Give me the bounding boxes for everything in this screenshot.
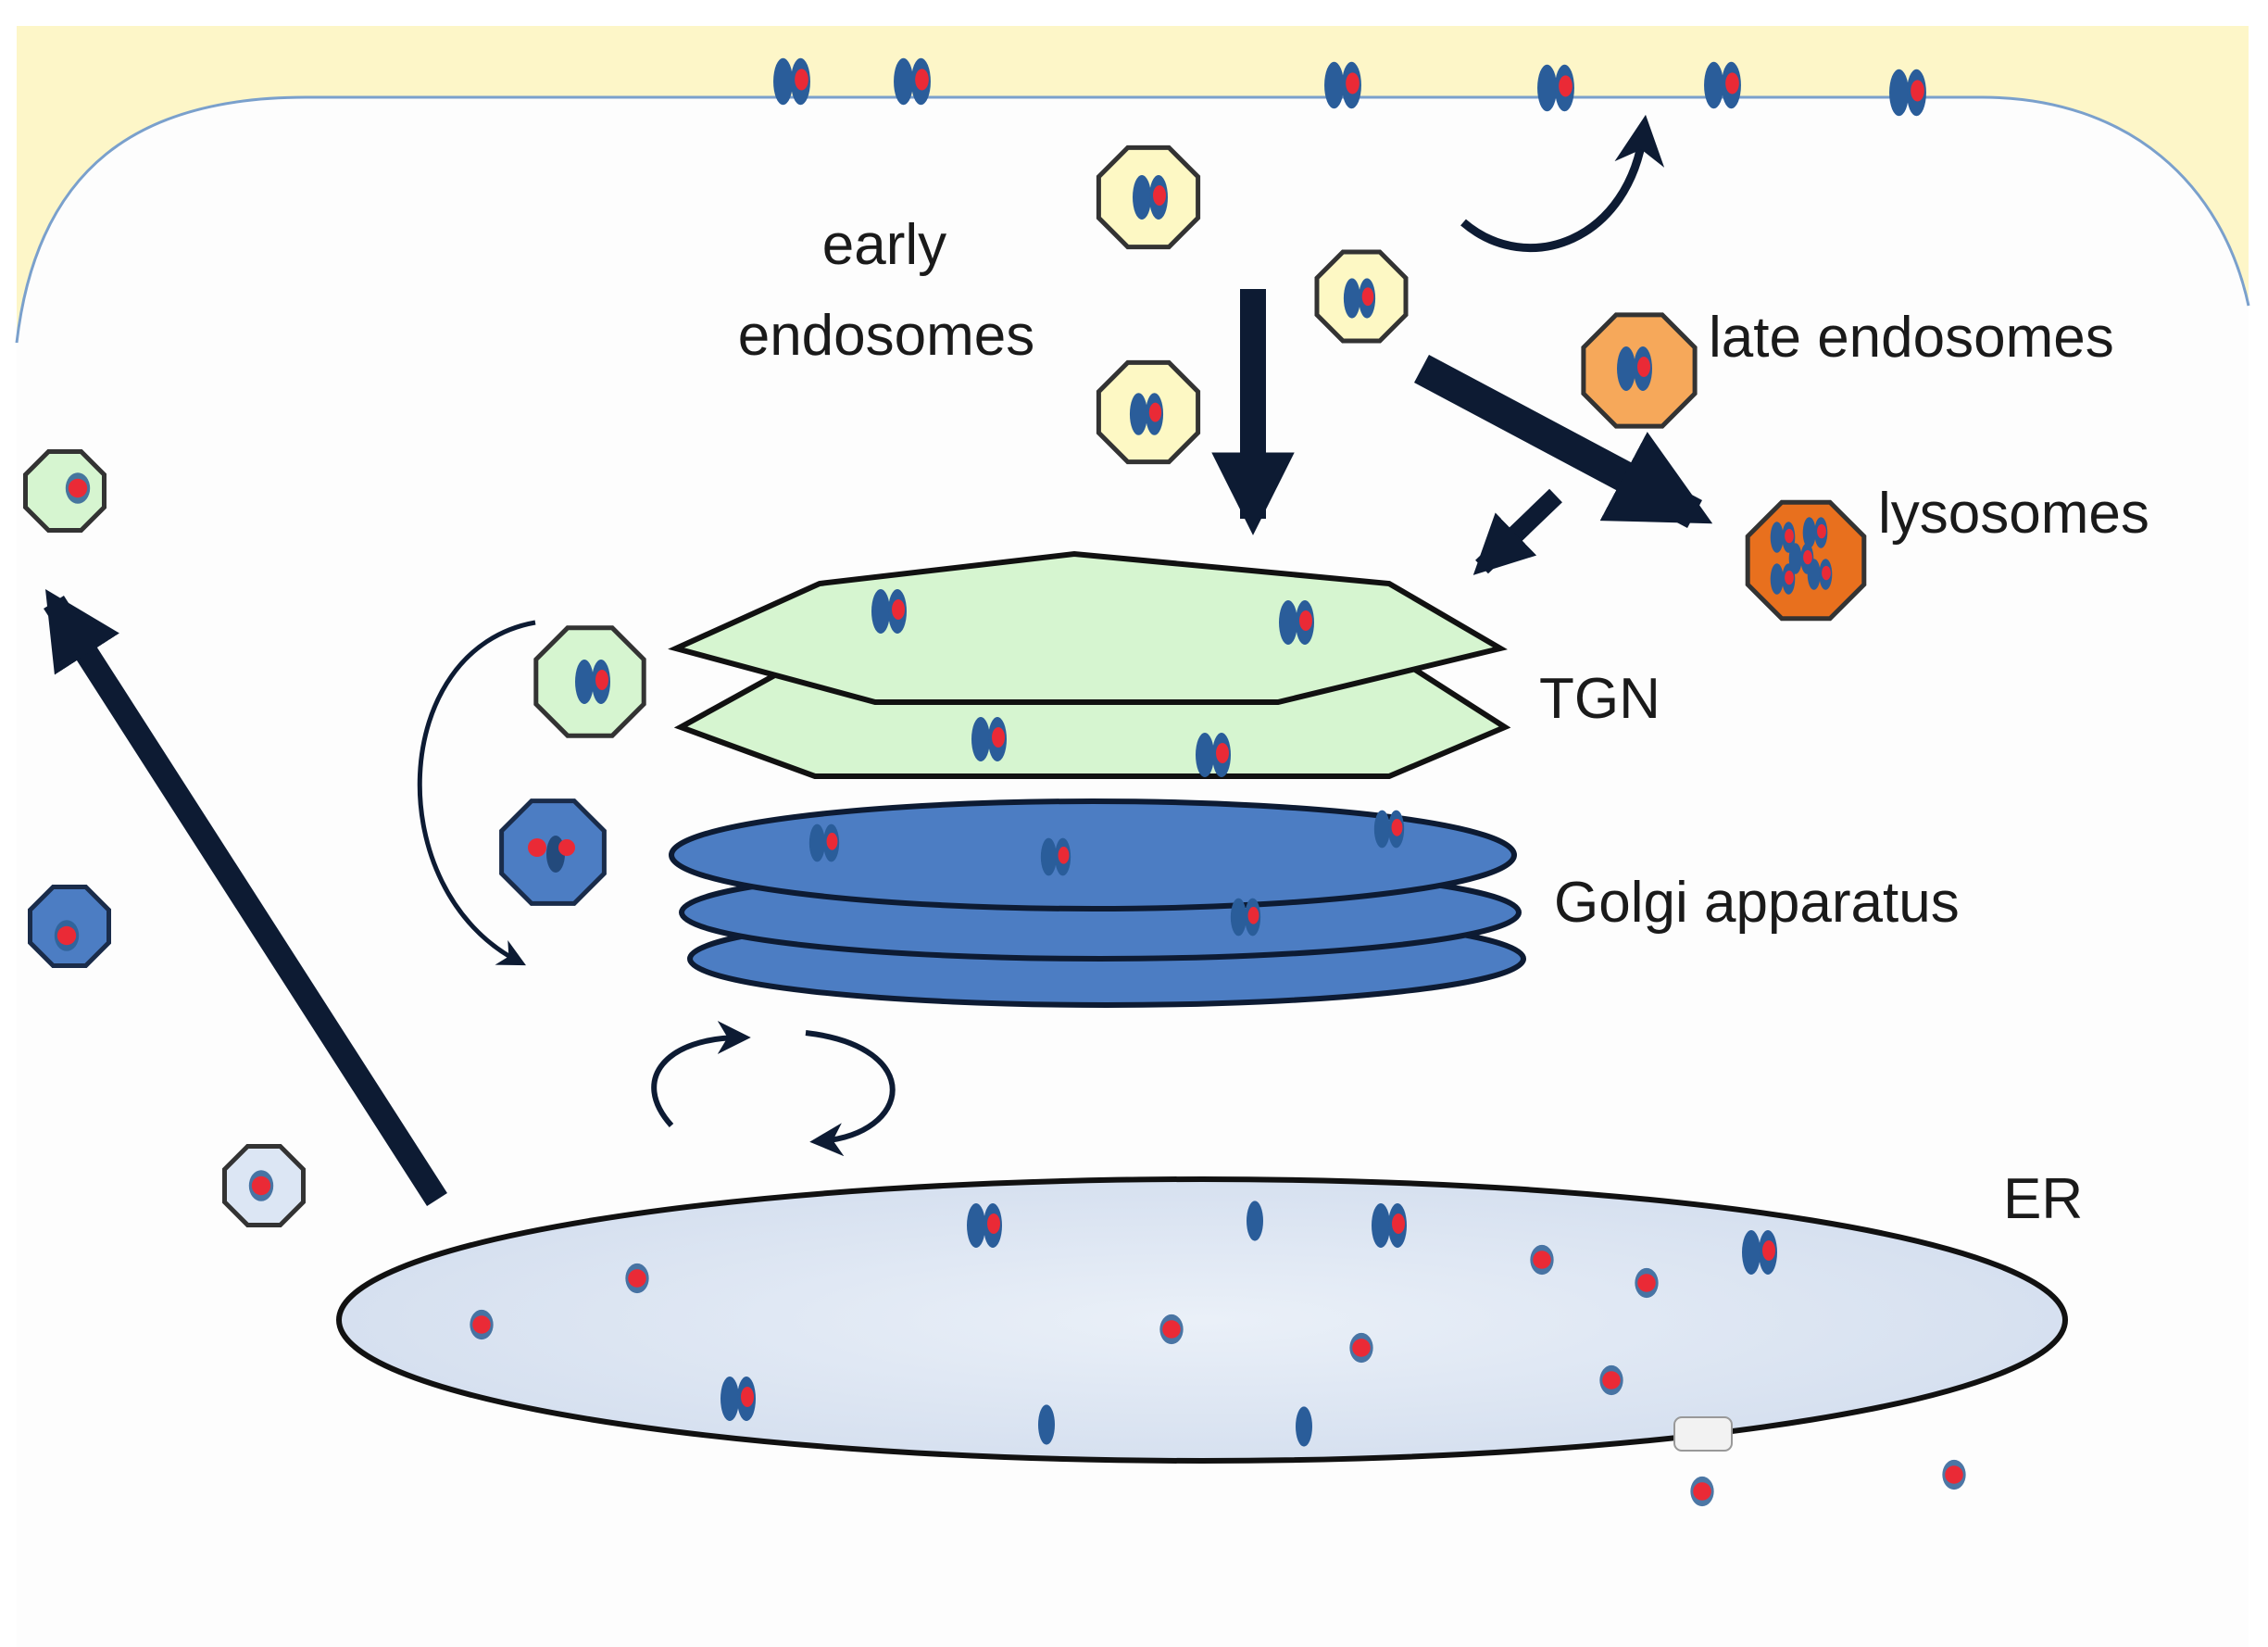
cargo-dot-icon <box>1690 1476 1714 1507</box>
early-endosome-vesicle <box>1096 359 1201 465</box>
arrow-cycle-bottom <box>805 1030 896 1157</box>
golgi-cisterna-1 <box>669 798 1517 912</box>
label-er: ER <box>2003 1167 2083 1231</box>
receptor-cargo-pair-icon <box>773 57 810 106</box>
receptor-cargo-pair-icon <box>1373 810 1405 849</box>
arrow-endosome-to-lysosome <box>1414 354 1713 529</box>
late-endosome-vesicle <box>1581 312 1698 429</box>
receptor-cargo-pair-icon <box>967 1203 1002 1248</box>
receptor-cargo-pair-icon <box>1617 346 1652 391</box>
receptor-cargo-pair-icon <box>1196 733 1231 777</box>
arrow-tgn-to-golgi-curve <box>417 620 536 966</box>
receptor-cargo-pair-icon <box>1788 543 1814 574</box>
er-exit-pore <box>1673 1416 1733 1452</box>
receptor-cargo-pair-icon <box>1372 1203 1407 1248</box>
golgi-vesicle <box>499 798 607 906</box>
cargo-dot-icon <box>1599 1364 1623 1396</box>
receptor-cargo-pair-icon <box>1133 175 1168 220</box>
arrow-recycling-to-membrane <box>1460 114 1665 253</box>
receptor-cargo-pair-icon <box>1742 1230 1777 1275</box>
arrow-late-endosome-to-tgn <box>1472 488 1562 575</box>
label-early-endosomes-line1: early <box>822 213 946 277</box>
cargo-dot-icon <box>54 920 80 951</box>
cargo-dot-icon <box>470 1309 494 1340</box>
arrow-er-to-plasma-membrane <box>44 588 447 1207</box>
early-endosome-vesicle <box>1314 249 1409 344</box>
receptor-icon <box>1296 1406 1312 1447</box>
cargo-dot-icon <box>1635 1267 1659 1299</box>
secretory-vesicle-blue <box>28 885 111 968</box>
tgn-vesicle <box>533 625 646 738</box>
cargo-dot-icon <box>1942 1459 1966 1490</box>
receptor-icon <box>1247 1201 1263 1241</box>
label-tgn: TGN <box>1539 667 1660 731</box>
receptor-cargo-pair-icon <box>971 717 1007 761</box>
cargo-dot-icon <box>65 472 91 504</box>
early-endosome-vesicle <box>1096 145 1201 250</box>
receptor-cargo-pair-icon <box>1279 600 1314 645</box>
er <box>336 1176 2068 1464</box>
receptor-cargo-pair-icon <box>1324 61 1361 109</box>
plasma-membrane-line <box>15 95 2250 344</box>
label-late-endosomes: late endosomes <box>1709 306 2114 370</box>
labels: early endosomes late endosomes lysosomes… <box>738 213 2149 1231</box>
cargo-dot-icon <box>1530 1244 1554 1276</box>
receptor-cargo-pair-icon <box>808 824 840 862</box>
arrows <box>44 114 1713 1207</box>
cargo-dot-icon <box>1349 1332 1373 1364</box>
label-lysosomes: lysosomes <box>1878 482 2149 546</box>
receptor-cargo-pair-icon <box>575 660 610 704</box>
receptor-cargo-pair-icon <box>871 589 907 634</box>
receptor-cargo-pair-icon <box>1704 61 1741 109</box>
cargo-molecules <box>470 57 1966 1507</box>
receptor-cargo-pair-icon <box>1343 278 1376 319</box>
receptor-cargo-pair-icon <box>1230 898 1261 937</box>
receptor-cargo-pair-icon <box>720 1377 756 1421</box>
receptor-cargo-pair-icon <box>1537 64 1574 112</box>
secretory-vesicle-er <box>222 1144 306 1227</box>
cargo-dot-icon <box>248 1170 274 1201</box>
tgn <box>668 550 1511 779</box>
receptor-cargo-pair-icon <box>894 57 931 106</box>
label-early-endosomes-line2: endosomes <box>738 304 1035 368</box>
golgi-apparatus <box>669 798 1526 1008</box>
er-lumen <box>336 1176 2068 1464</box>
receptor-cargo-pair-icon <box>1040 837 1071 876</box>
label-golgi-apparatus: Golgi apparatus <box>1554 871 1960 935</box>
receptor-icon <box>1038 1404 1055 1445</box>
lysosome-vesicle <box>1745 499 1867 622</box>
cargo-dot-icon <box>625 1263 649 1294</box>
cargo-dot-icon <box>1159 1314 1184 1345</box>
receptor-cargo-pair-icon <box>1802 517 1828 548</box>
receptor-cargo-pair-icon <box>1129 393 1164 435</box>
receptor-cargo-pair-icon <box>1770 522 1796 553</box>
vesicles <box>23 145 1867 1227</box>
secretory-vesicle-green <box>23 449 107 533</box>
arrow-cycle-top <box>651 1021 751 1128</box>
receptor-cargo-pair-icon <box>1889 69 1926 117</box>
